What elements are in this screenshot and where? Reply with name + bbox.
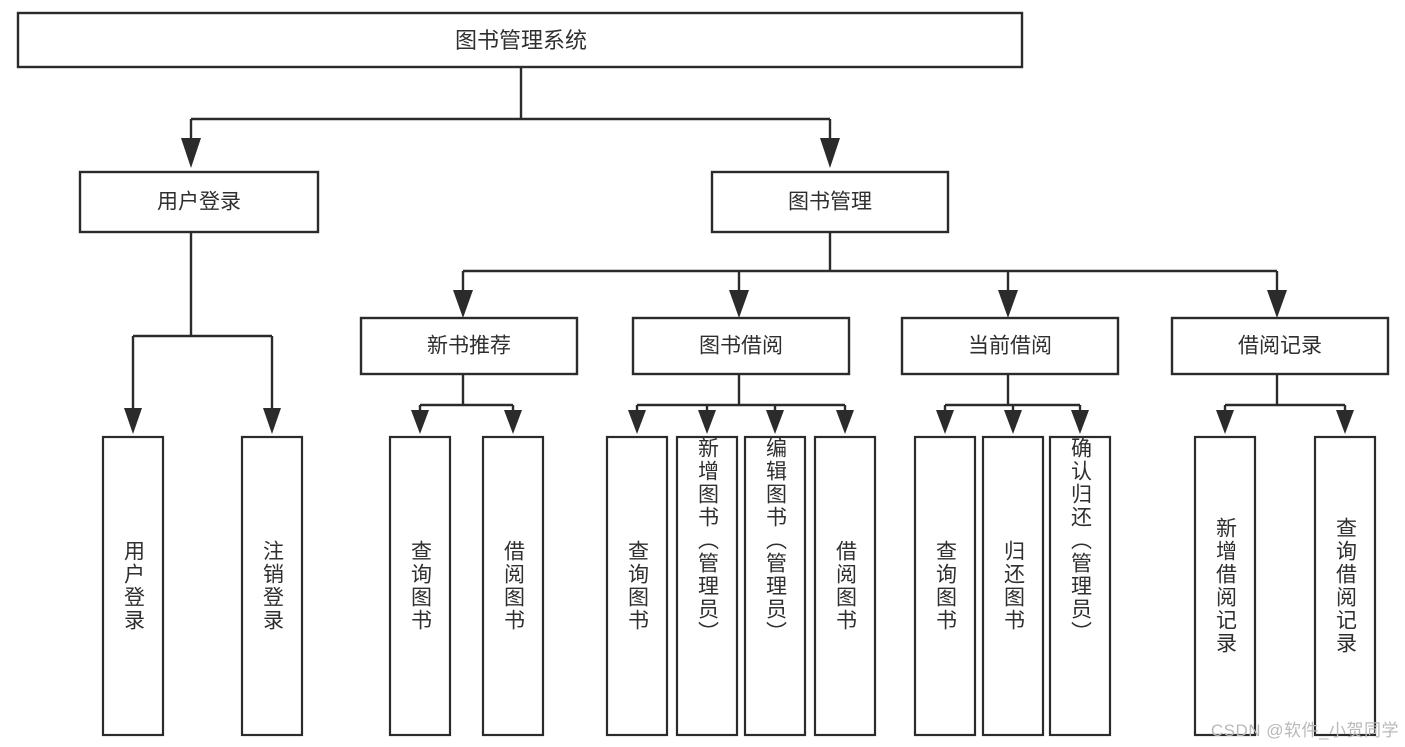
arrow-head-borrow — [729, 290, 749, 318]
leaf-box-borrow-edit[interactable] — [743, 435, 807, 737]
arrow-head-bookborrow-leaf4 — [836, 410, 854, 434]
connector-group-userlogin — [124, 232, 281, 434]
leaf-box-user-logout[interactable] — [240, 435, 304, 737]
node-book-borrow-box[interactable] — [631, 316, 851, 376]
leaf-box-record-query[interactable] — [1313, 435, 1377, 737]
leaf-box-current-query[interactable] — [913, 435, 977, 737]
arrow-head-currentborrow-leaf1 — [936, 410, 954, 434]
node-new-book-recommend-box[interactable] — [359, 316, 579, 376]
leaf-box-user-login[interactable] — [101, 435, 165, 737]
leaf-box-borrow-lend[interactable] — [813, 435, 877, 737]
arrow-head-currentborrow-leaf3 — [1071, 410, 1089, 434]
node-book-borrow[interactable]: 图书借阅 — [631, 316, 851, 376]
node-book-management-box[interactable] — [710, 170, 950, 234]
leaf-box-recommend-borrow[interactable] — [481, 435, 545, 737]
leaf-box-current-return[interactable] — [981, 435, 1045, 737]
leaf-box-borrow-add[interactable] — [675, 435, 739, 737]
arrow-head-newbook-leaf2 — [504, 410, 522, 434]
arrow-head-newbook-leaf1 — [411, 410, 429, 434]
node-book-management[interactable]: 图书管理 — [710, 170, 950, 234]
node-new-book-recommend[interactable]: 新书推荐 — [359, 316, 579, 376]
connector-group-root — [181, 67, 840, 168]
node-current-borrow[interactable]: 当前借阅 — [900, 316, 1120, 376]
node-book-management-label: 图书管理 — [788, 191, 872, 214]
leaf-box-group — [101, 435, 1377, 737]
node-root-box[interactable] — [16, 11, 1024, 69]
arrow-head-current — [998, 290, 1018, 318]
connector-group-currentborrow — [936, 374, 1089, 434]
node-borrow-record-box[interactable] — [1170, 316, 1390, 376]
arrow-head-userlogin — [181, 138, 201, 168]
arrow-head-bookborrow-leaf3 — [766, 410, 784, 434]
node-new-book-recommend-label: 新书推荐 — [427, 335, 511, 358]
arrow-head-borrowrecord-leaf1 — [1216, 410, 1234, 434]
arrow-head-newbook — [453, 290, 473, 318]
arrow-head-currentborrow-leaf2 — [1004, 410, 1022, 434]
arrow-head-leaf-user-login — [124, 408, 142, 434]
node-user-login[interactable]: 用户登录 — [78, 170, 320, 234]
connector-group-bookborrow — [628, 374, 854, 434]
connector-group-bookmgmt — [453, 232, 1287, 318]
connector-group-newbook — [411, 374, 522, 434]
leaf-box-current-confirm[interactable] — [1048, 435, 1112, 737]
arrow-head-bookborrow-leaf1 — [628, 410, 646, 434]
node-current-borrow-box[interactable] — [900, 316, 1120, 376]
leaf-box-record-add[interactable] — [1193, 435, 1257, 737]
arrow-head-bookborrow-leaf2 — [698, 410, 716, 434]
arrow-head-record — [1267, 290, 1287, 318]
node-user-login-label: 用户登录 — [157, 191, 241, 214]
leaf-box-recommend-query[interactable] — [388, 435, 452, 737]
leaf-box-borrow-query[interactable] — [605, 435, 669, 737]
node-book-borrow-label: 图书借阅 — [699, 335, 783, 358]
arrow-head-leaf-user-logout — [263, 408, 281, 434]
watermark-text: CSDN @软件_小贺同学 — [1210, 721, 1399, 740]
node-user-login-box[interactable] — [78, 170, 320, 234]
arrow-head-borrowrecord-leaf2 — [1336, 410, 1354, 434]
arrow-head-bookmgmt — [820, 138, 840, 168]
node-current-borrow-label: 当前借阅 — [968, 335, 1052, 358]
node-borrow-record[interactable]: 借阅记录 — [1170, 316, 1390, 376]
node-root-label: 图书管理系统 — [455, 28, 587, 53]
node-root[interactable]: 图书管理系统 — [16, 11, 1024, 69]
connector-group-borrowrecord — [1216, 374, 1354, 434]
node-borrow-record-label: 借阅记录 — [1238, 335, 1322, 358]
